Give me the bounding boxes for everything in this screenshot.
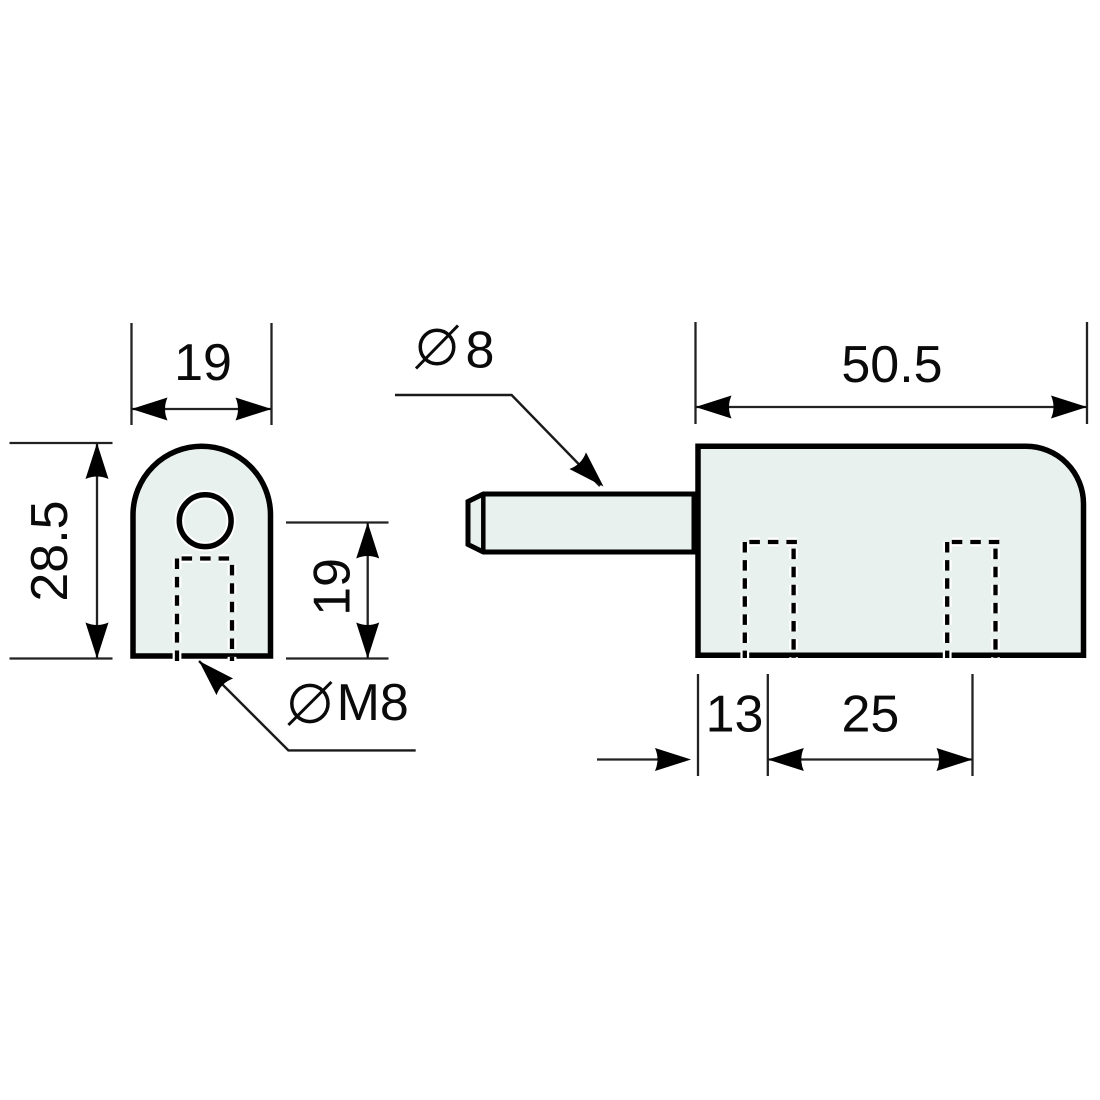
svg-text:50.5: 50.5 xyxy=(841,336,942,394)
svg-text:13: 13 xyxy=(706,686,764,744)
svg-text:8: 8 xyxy=(466,322,495,380)
svg-text:28.5: 28.5 xyxy=(21,500,79,601)
svg-text:25: 25 xyxy=(841,686,899,744)
svg-text:M8: M8 xyxy=(337,674,409,732)
svg-text:19: 19 xyxy=(304,558,362,616)
svg-text:19: 19 xyxy=(174,334,232,392)
